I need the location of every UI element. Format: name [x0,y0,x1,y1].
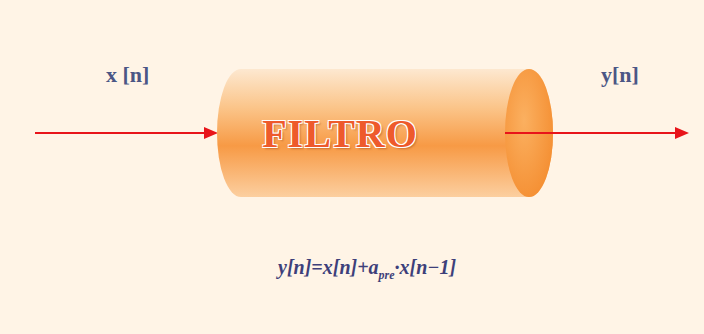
output-signal-label: y[n] [601,62,639,88]
input-signal-label: x [n] [106,62,149,88]
equation-part: ·x[n−1] [395,256,457,278]
filter-cylinder: FILTRO [215,68,555,198]
filter-title: FILTRO [215,68,465,198]
equation-part: y[n]=x[n]+a [278,256,379,278]
coefficient-subscript: pre [379,268,395,282]
filter-equation: y[n]=x[n]+apre·x[n−1] [278,256,456,283]
